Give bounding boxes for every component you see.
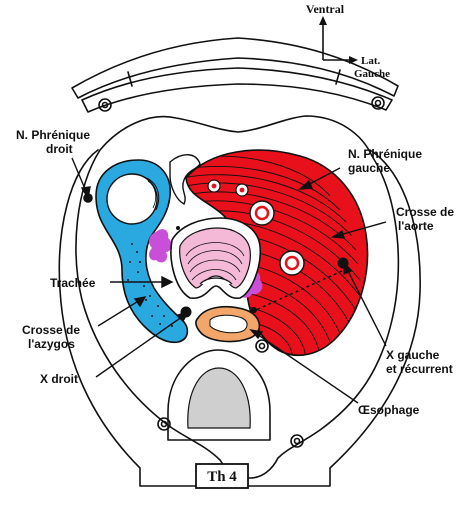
- label-aortic-arch-1: Crosse de: [396, 205, 454, 219]
- label-azygos-arch-2: l'azygos: [28, 337, 75, 351]
- trachea: [170, 217, 262, 299]
- label-phrenic-right-1: N. Phrénique: [16, 128, 90, 142]
- leader-lines: [71, 157, 387, 404]
- label-phrenic-left-1: N. Phrénique: [348, 147, 422, 161]
- left-recurrent-nerve: [251, 307, 257, 313]
- axis-arrows-icon: [319, 16, 358, 64]
- esophagus: [195, 305, 261, 343]
- ventral-label: Ventral: [306, 2, 345, 16]
- label-azygos-arch-1: Crosse de: [22, 323, 80, 337]
- label-trachea: Trachée: [50, 276, 96, 290]
- label-phrenic-right-2: droit: [46, 142, 73, 156]
- vertebra-level-box: [195, 463, 249, 489]
- label-vagus-left-1: X gauche: [386, 348, 440, 362]
- label-vagus-left-2: et récurrent: [386, 362, 453, 376]
- vertebral-body: [167, 349, 271, 441]
- label-phrenic-left-2: gauche: [348, 161, 390, 175]
- label-aortic-arch-2: l'aorte: [398, 219, 434, 233]
- label-vagus-right: X droit: [40, 372, 78, 386]
- superior-vena-cava: [169, 154, 201, 205]
- label-esophagus: Œsophage: [358, 403, 420, 417]
- vertebra-level-label: Th 4: [207, 469, 237, 485]
- azygos-arch: [95, 159, 189, 344]
- lateral-label: Lat.: [361, 55, 381, 67]
